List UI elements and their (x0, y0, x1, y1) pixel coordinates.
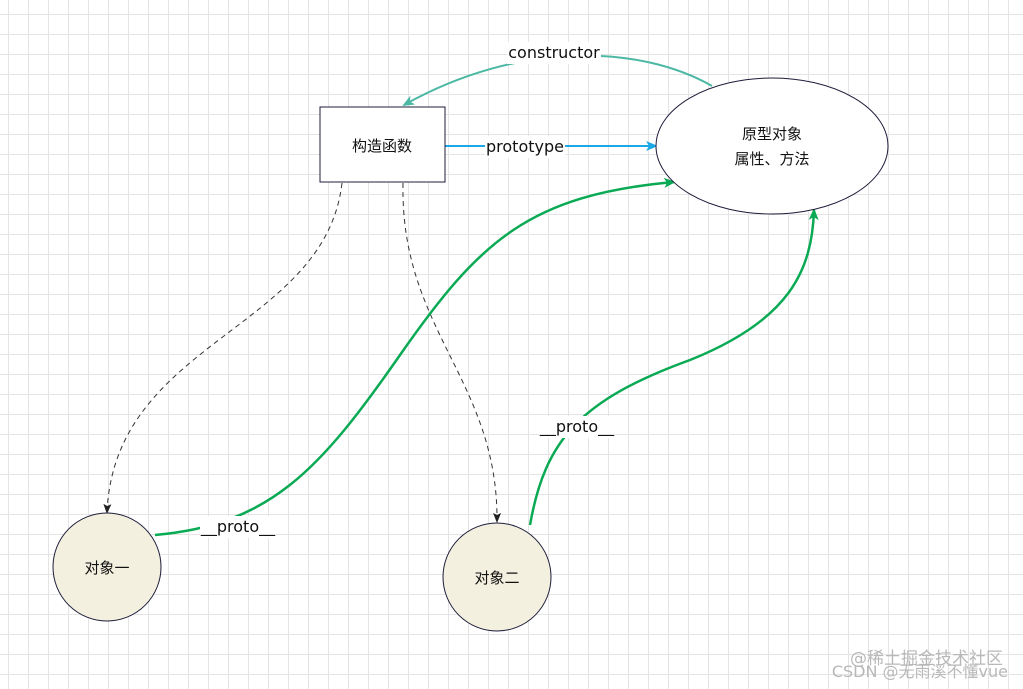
instance-edge-two (402, 182, 502, 523)
constructor-function-node (319, 106, 446, 183)
constructor-label: constructor (508, 43, 600, 62)
constructor-function-label: 构造函数 (352, 137, 412, 155)
prototype-label: prototype (486, 137, 564, 156)
watermark-line-2: CSDN @无雨溪不懂vue (832, 662, 1008, 681)
watermark-line-1: @稀土掘金技术社区 (850, 649, 1003, 669)
prototype-label-bg (485, 136, 565, 158)
prototype-object-title: 原型对象 (742, 125, 802, 143)
object-two-label: 对象二 (474, 569, 519, 587)
proto-label-two-bg (539, 416, 615, 438)
proto-edge-one (154, 177, 676, 537)
proto-label-one: __proto__ (200, 517, 276, 537)
object-one-label: 对象一 (84, 559, 129, 577)
object-two-node (442, 522, 552, 632)
proto-label-two: __proto__ (539, 417, 615, 437)
constructor-label-bg (507, 42, 601, 64)
instance-edge-one (103, 182, 343, 514)
proto-label-one-bg (200, 516, 276, 538)
prototype-object-node (655, 77, 889, 215)
proto-edge-two (528, 208, 819, 526)
object-one-node (52, 512, 162, 622)
prototype-object-members: 属性、方法 (734, 150, 809, 168)
